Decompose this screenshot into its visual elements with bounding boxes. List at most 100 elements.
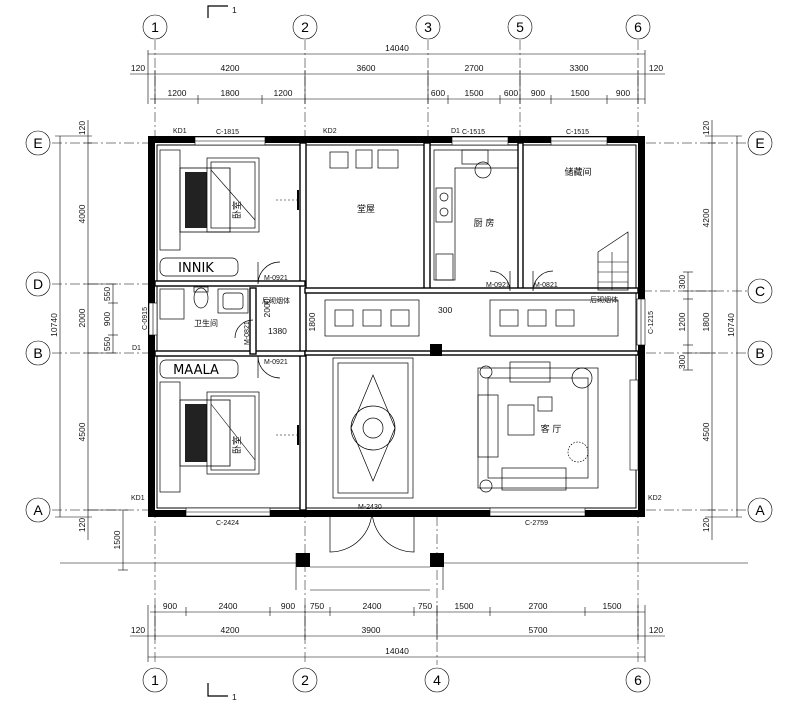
axis-top-2: 2	[301, 19, 309, 35]
dim-bot-r1-3: 750	[310, 601, 324, 611]
dim-top-r3-1: 1800	[221, 88, 240, 98]
dim-right-1200: 1200	[677, 312, 687, 331]
axis-right-A: A	[755, 502, 765, 518]
top-axis-bubbles: 1 2 3 5 6	[142, 14, 651, 40]
dim-bot-r1-8: 1500	[603, 601, 622, 611]
dim-top-r2-3: 2700	[465, 63, 484, 73]
axis-bottom-4: 4	[433, 672, 441, 688]
bedroom-top-furniture: INNIK	[159, 149, 299, 277]
dim-top-r2-1: 4200	[221, 63, 240, 73]
dim-inner-300: 300	[438, 305, 452, 315]
left-dimensions: 120 4000 10740 120 550 900 550 2000 4500…	[49, 120, 128, 571]
bathroom-fixtures: 后砌烟体 后砌烟体	[159, 286, 618, 320]
window-label-c2759: C-2759	[525, 520, 548, 527]
room-label-storage: 储藏间	[564, 166, 591, 178]
kitchen-fixtures	[433, 149, 629, 291]
dim-bot-r2-2: 3900	[362, 625, 381, 635]
inner-dimensions: 1380 1800 2000 300	[262, 298, 452, 336]
door-swings	[60, 261, 748, 591]
flue-note-storage: 后砌烟体	[590, 295, 618, 304]
right-axis-bubbles: E C B A	[747, 130, 773, 523]
dim-top-r3-3: 600	[431, 88, 445, 98]
door-label-m0921-top: M-0921	[264, 275, 288, 282]
axis-bottom-6: 6	[634, 672, 642, 688]
dim-top-r2-0: 120	[131, 63, 145, 73]
windows	[148, 136, 646, 517]
dim-left-4000: 4000	[77, 204, 87, 223]
top-dimensions: 14040 120 4200 3600 2700 3300 120 1200 1…	[130, 43, 665, 104]
dim-right-10740: 10740	[726, 313, 736, 337]
axis-left-D: D	[33, 276, 43, 292]
living-furniture	[477, 299, 619, 493]
dim-left-120-top: 120	[77, 121, 87, 135]
axis-top-5: 5	[516, 19, 524, 35]
door-label-kd2-bottom: KD2	[648, 495, 662, 502]
svg-text:INNIK: INNIK	[178, 261, 214, 276]
dim-top-r2-5: 120	[649, 63, 663, 73]
dim-top-r3-8: 900	[616, 88, 630, 98]
room-label-bedroom-top: 卧室	[231, 201, 243, 219]
dim-bot-r2-1: 4200	[221, 625, 240, 635]
opening-labels: C-1815 C-1515 C-1515 C-0915 C-1215 C-242…	[131, 128, 662, 527]
dim-bot-r1-6: 1500	[455, 601, 474, 611]
section-mark: 1 1	[207, 5, 237, 701]
left-axis-bubbles: E D B A	[25, 130, 51, 523]
dim-top-r3-0: 1200	[168, 88, 187, 98]
dim-bot-r1-0: 900	[163, 601, 177, 611]
dim-left-120-bot: 120	[77, 518, 87, 532]
dim-right-120-bot: 120	[701, 518, 711, 532]
dim-bot-total: 14040	[385, 646, 409, 656]
dim-bot-r1-4: 2400	[363, 601, 382, 611]
dim-bot-r2-4: 120	[649, 625, 663, 635]
section-label-bottom: 1	[232, 692, 237, 701]
door-label-kd2-top: KD2	[323, 128, 337, 135]
window-label-c1815: C-1815	[216, 129, 239, 136]
walls	[148, 136, 645, 567]
dim-left-4500: 4500	[77, 422, 87, 441]
room-label-kitchen: 厨 房	[474, 217, 495, 229]
dim-right-300-a: 300	[677, 275, 687, 289]
dim-bot-r1-2: 900	[281, 601, 295, 611]
section-label-top: 1	[232, 5, 237, 15]
door-label-d1-bath: D1	[132, 345, 141, 352]
dim-top-r3-7: 1500	[571, 88, 590, 98]
axis-top-1: 1	[151, 19, 159, 35]
dim-bot-r1-5: 750	[418, 601, 432, 611]
axis-right-B: B	[755, 345, 764, 361]
door-label-m0921-bottom: M-0921	[264, 359, 288, 366]
room-label-bedroom-bottom: 卧室	[231, 436, 243, 454]
hall-furniture	[324, 149, 420, 499]
door-label-m0921-kitchen: M-0921	[486, 282, 510, 289]
dim-inner-2000: 2000	[262, 298, 272, 317]
dim-top-r3-6: 900	[531, 88, 545, 98]
flue-note-bath: 后砌烟体	[262, 296, 290, 305]
dim-inner-1800: 1800	[307, 312, 317, 331]
dim-left-550-b: 550	[102, 337, 112, 351]
room-label-bathroom: 卫生间	[194, 318, 218, 328]
dim-top-r3-5: 600	[504, 88, 518, 98]
dim-top-r2-4: 3300	[570, 63, 589, 73]
door-label-m0821-storage: M-0821	[534, 282, 558, 289]
door-label-m2430: M-2430	[358, 504, 382, 511]
axis-left-E: E	[33, 135, 42, 151]
axis-top-6: 6	[634, 19, 642, 35]
svg-text:MAALA: MAALA	[173, 363, 219, 378]
room-label-living: 客 厅	[541, 423, 562, 435]
dim-bot-r1-7: 2700	[529, 601, 548, 611]
dim-top-r2-2: 3600	[357, 63, 376, 73]
dim-top-r3-4: 1500	[465, 88, 484, 98]
dim-right-4500: 4500	[701, 422, 711, 441]
window-label-c0915: C-0915	[142, 307, 149, 330]
window-label-c1215: C-1215	[648, 311, 655, 334]
dim-right-4200: 4200	[701, 208, 711, 227]
bottom-axis-bubbles: 1 2 4 6	[142, 667, 651, 693]
dim-left-550-a: 550	[102, 287, 112, 301]
axis-top-3: 3	[424, 19, 432, 35]
dim-bot-r2-3: 5700	[529, 625, 548, 635]
axis-bottom-1: 1	[151, 672, 159, 688]
dim-right-1800: 1800	[701, 312, 711, 331]
door-label-d1-kitchen: D1	[451, 128, 460, 135]
door-label-kd1-bottom: KD1	[131, 495, 145, 502]
dim-inner-1380: 1380	[268, 326, 287, 336]
